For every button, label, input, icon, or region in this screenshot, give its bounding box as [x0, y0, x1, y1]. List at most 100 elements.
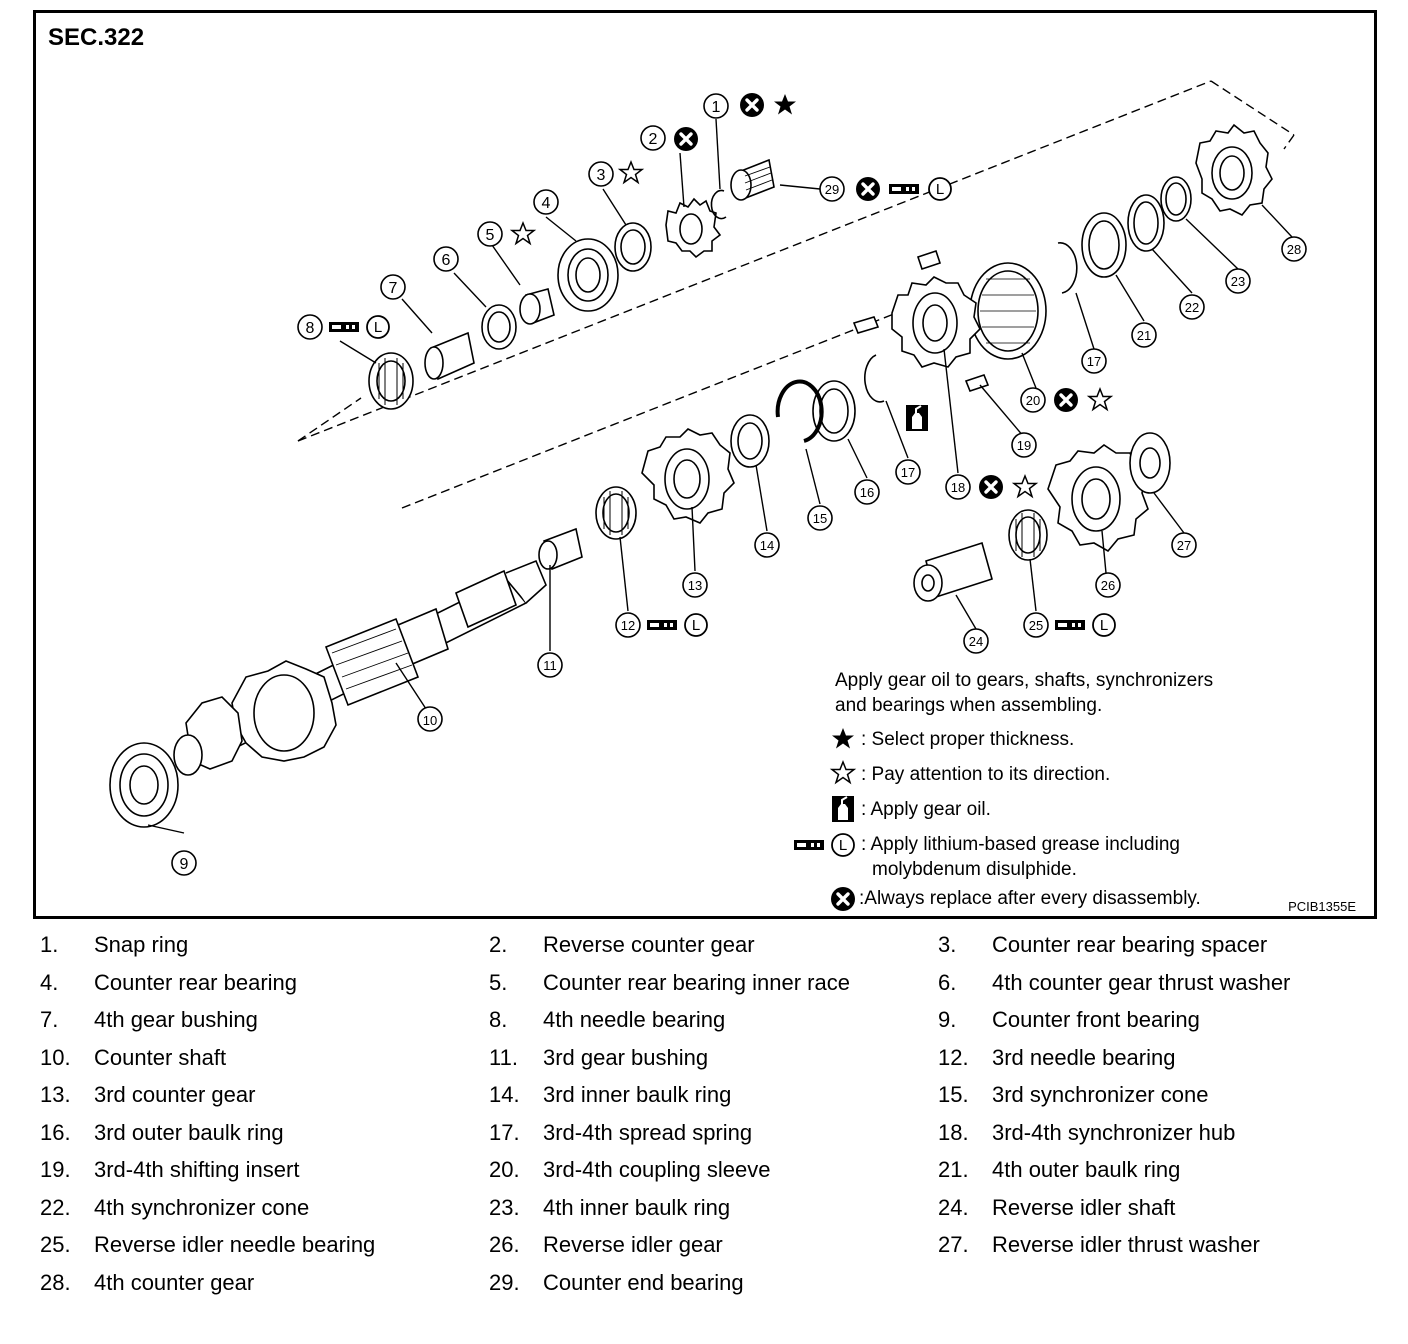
callout-15-number: 15 [813, 511, 827, 526]
replace-icon [1052, 386, 1080, 414]
part-number: 10. [40, 1044, 71, 1070]
callout-21: 21 [1131, 322, 1157, 348]
callout-10: 10 [417, 706, 443, 732]
callout-28: 28 [1281, 236, 1307, 262]
part-number: 12. [938, 1044, 969, 1070]
legend-select-thickness: : Select proper thickness. [861, 729, 1075, 750]
legend-filled-star-icon [832, 728, 854, 749]
grease-l-marks: L L L L [366, 177, 1116, 637]
gear-oil-icon [905, 404, 929, 432]
callout-5: 5 [477, 221, 503, 247]
outer-baulk-ring-16-drawing [812, 380, 856, 442]
callout-16: 16 [854, 479, 880, 505]
callout-6: 6 [433, 246, 459, 272]
end-bearing-29-drawing [730, 158, 775, 201]
exploded-diagram: SEC.322 PCIB1355E [48, 24, 1356, 914]
part-name: Counter front bearing [992, 1007, 1200, 1032]
part-number: 19. [40, 1157, 71, 1182]
part-number: 18. [938, 1119, 969, 1145]
part-name: 3rd outer baulk ring [94, 1119, 284, 1145]
callout-28-number: 28 [1287, 242, 1301, 257]
part-number: 1. [40, 932, 59, 957]
callout-27-number: 27 [1177, 538, 1191, 553]
callout-22: 22 [1179, 294, 1205, 320]
part-number: 15. [938, 1082, 969, 1107]
callout-2: 2 [640, 125, 666, 151]
snap-ring-1-drawing [710, 189, 727, 220]
part-name: 3rd-4th shifting insert [94, 1157, 300, 1182]
part-number: 24. [938, 1194, 969, 1220]
part-name: Counter end bearing [543, 1269, 744, 1295]
legend-note-line2: and bearings when assembling. [835, 695, 1103, 716]
callout-17-upper-number: 17 [1087, 354, 1101, 369]
callout-11: 11 [537, 652, 563, 678]
part-name: 3rd inner baulk ring [543, 1082, 732, 1107]
callout-17-lower-number: 17 [901, 465, 915, 480]
inner-baulk-ring-14-drawing [730, 414, 770, 468]
counter-shaft-10-drawing [173, 559, 547, 776]
thrust-washer-6-drawing [481, 304, 517, 350]
callout-15: 15 [807, 505, 833, 531]
legend-replace-icon [829, 885, 857, 913]
part-number: 5. [489, 969, 508, 995]
part-name: 4th gear bushing [94, 1007, 258, 1032]
front-bearing-9-drawing [109, 742, 179, 828]
part-number: 25. [40, 1232, 71, 1257]
part-number: 16. [40, 1119, 71, 1145]
rear-bearing-4-drawing [557, 238, 619, 312]
grease-icon [329, 322, 359, 332]
figure-code: PCIB1355E [1288, 899, 1356, 914]
part-name: 3rd gear bushing [543, 1044, 709, 1070]
part-number: 8. [489, 1007, 508, 1032]
callout-19: 19 [1011, 432, 1037, 458]
part-number: 4. [40, 969, 59, 995]
part-number: 3. [938, 932, 957, 957]
callout-8: 8 [297, 314, 323, 340]
reverse-counter-gear-2-drawing [665, 197, 722, 259]
replace-icon [854, 175, 882, 203]
part-name: Reverse idler gear [543, 1232, 723, 1257]
open-star-icon [1013, 475, 1037, 498]
callout-17-lower: 17 [895, 459, 921, 485]
part-name: Reverse idler needle bearing [94, 1232, 376, 1257]
callout-3-number: 3 [597, 167, 606, 184]
callout-16-number: 16 [860, 485, 874, 500]
callout-29: 29 [819, 176, 845, 202]
part-name: 3rd needle bearing [992, 1044, 1176, 1070]
part-name: 3rd-4th synchronizer hub [992, 1119, 1236, 1145]
callout-17-upper: 17 [1081, 348, 1107, 374]
legend-apply-grease-line2: molybdenum disulphide. [872, 859, 1077, 880]
exploded-diagram-frame: SEC.322 PCIB1355E [33, 10, 1377, 919]
part-name: 4th synchronizer cone [94, 1194, 310, 1220]
callout-25-number: 25 [1029, 618, 1043, 633]
legend-apply-grease-line1: : Apply lithium-based grease including [861, 834, 1180, 855]
legend-pay-attention: : Pay attention to its direction. [861, 764, 1111, 785]
legend-grease-icon [794, 840, 824, 850]
legend-always-replace: :Always replace after every disassembly. [859, 888, 1201, 909]
callout-3: 3 [588, 161, 614, 187]
coupling-sleeve-20-drawing [969, 262, 1047, 360]
part-name: Counter shaft [94, 1044, 227, 1070]
part-name: 3rd-4th spread spring [543, 1119, 753, 1145]
callout-14: 14 [754, 532, 780, 558]
callout-26-number: 26 [1101, 578, 1115, 593]
idler-thrust-washer-27-drawing [1129, 432, 1171, 494]
part-number: 6. [938, 969, 957, 995]
part-name: 3rd counter gear [94, 1082, 256, 1107]
callout-8-number: 8 [306, 320, 315, 337]
part-number: 29. [489, 1269, 520, 1295]
legend-grease-l-icon: L [839, 837, 847, 854]
callout-7-number: 7 [389, 280, 398, 297]
open-star-icon [619, 161, 643, 184]
section-label: SEC.322 [48, 24, 144, 51]
4th-counter-gear-28-drawing [1195, 123, 1273, 217]
callout-23-number: 23 [1231, 274, 1245, 289]
part-number: 11. [489, 1044, 518, 1070]
part-name: Counter rear bearing spacer [992, 932, 1268, 957]
callout-13: 13 [682, 572, 708, 598]
part-number: 14. [489, 1082, 520, 1107]
open-star-icon [511, 222, 535, 245]
callout-24: 24 [963, 628, 989, 654]
callout-12: 12 [615, 612, 641, 638]
part-name: 4th inner baulk ring [543, 1194, 731, 1220]
